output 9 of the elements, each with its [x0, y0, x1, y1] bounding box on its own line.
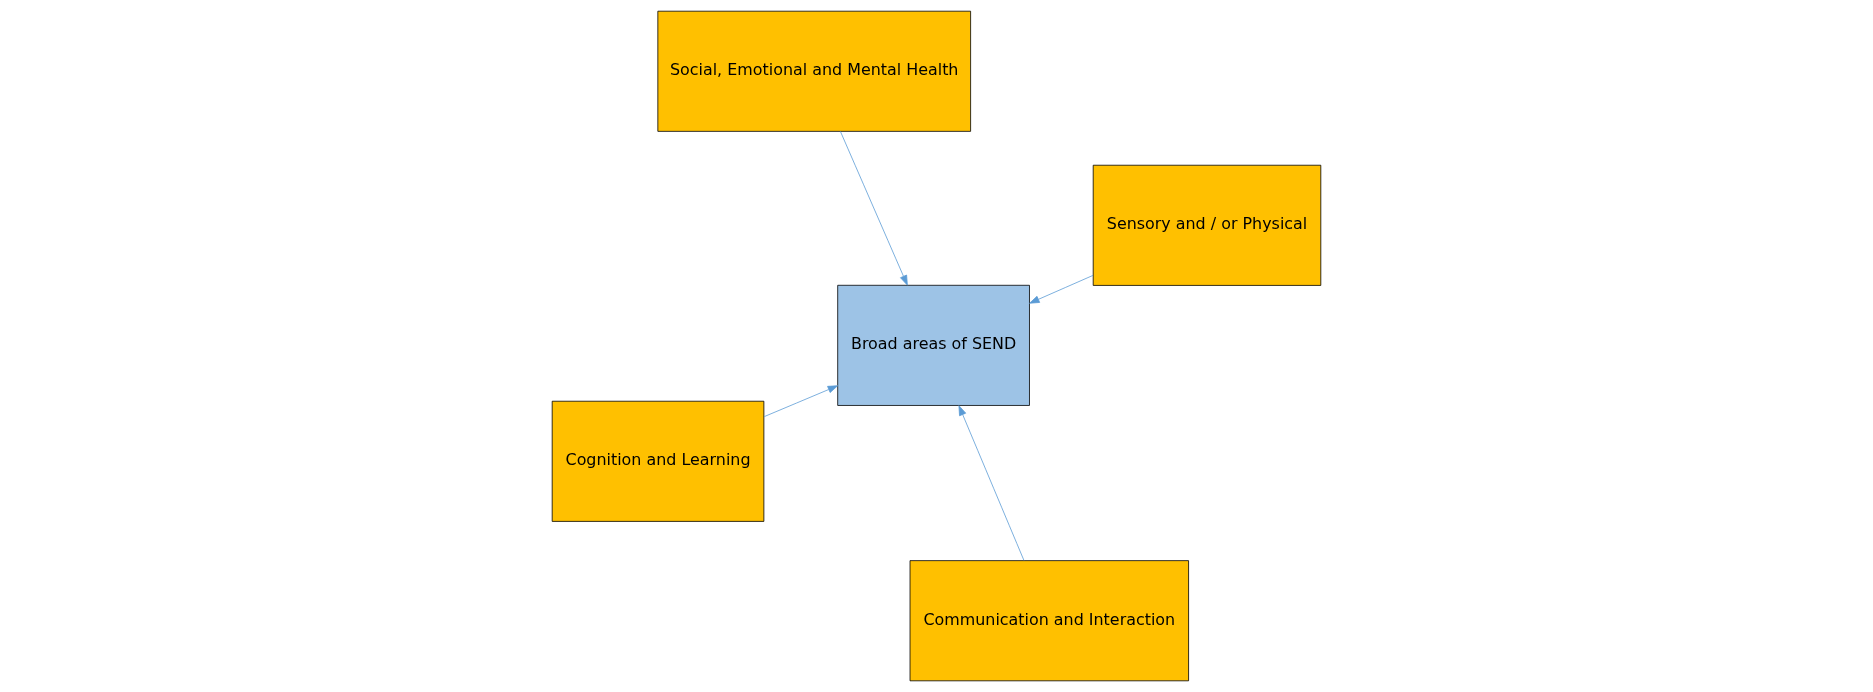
arrow: [1029, 274, 1094, 304]
arrow: [958, 405, 1025, 561]
node-box: Social, Emotional and Mental Health: [657, 10, 971, 132]
node-box: Sensory and / or Physical: [1092, 164, 1322, 286]
node-box: Communication and Interaction: [909, 560, 1189, 682]
node-box: Cognition and Learning: [551, 400, 765, 522]
arrow: [840, 131, 908, 286]
arrow: [763, 385, 839, 418]
node-box: Broad areas of SEND: [837, 284, 1030, 406]
